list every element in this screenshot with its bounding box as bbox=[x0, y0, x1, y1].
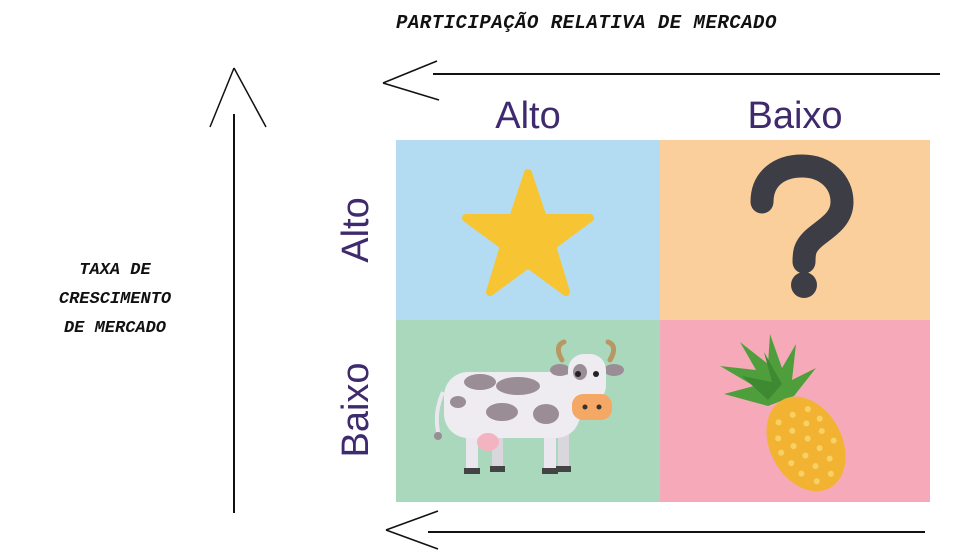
y-axis-title: TAXA DE CRESCIMENTO DE MERCADO bbox=[0, 256, 230, 343]
quadrant-cash-cow bbox=[396, 320, 660, 502]
quadrant-question-mark bbox=[660, 140, 930, 320]
row-label-high: Alto bbox=[335, 197, 377, 263]
cow-icon bbox=[434, 339, 624, 474]
y-axis-title-line-1: TAXA DE bbox=[79, 261, 151, 280]
y-axis-title-line-2: CRESCIMENTO bbox=[58, 290, 172, 309]
bottom-horizontal-arrow bbox=[385, 510, 925, 550]
quadrant-dog bbox=[660, 320, 930, 502]
top-horizontal-arrow bbox=[382, 60, 940, 101]
quadrant-star bbox=[396, 140, 660, 320]
question-mark-icon bbox=[750, 154, 854, 298]
row-label-low: Baixo bbox=[335, 362, 377, 458]
y-axis-title-line-3: DE MERCADO bbox=[63, 319, 167, 338]
vertical-arrow bbox=[209, 67, 267, 513]
x-axis-title: PARTICIPAÇÃO RELATIVA DE MERCADO bbox=[396, 12, 777, 34]
star-icon bbox=[462, 169, 594, 296]
column-label-low: Baixo bbox=[747, 95, 843, 137]
bcg-matrix bbox=[396, 140, 930, 502]
column-label-high: Alto bbox=[495, 95, 561, 137]
pineapple-icon bbox=[720, 334, 846, 492]
